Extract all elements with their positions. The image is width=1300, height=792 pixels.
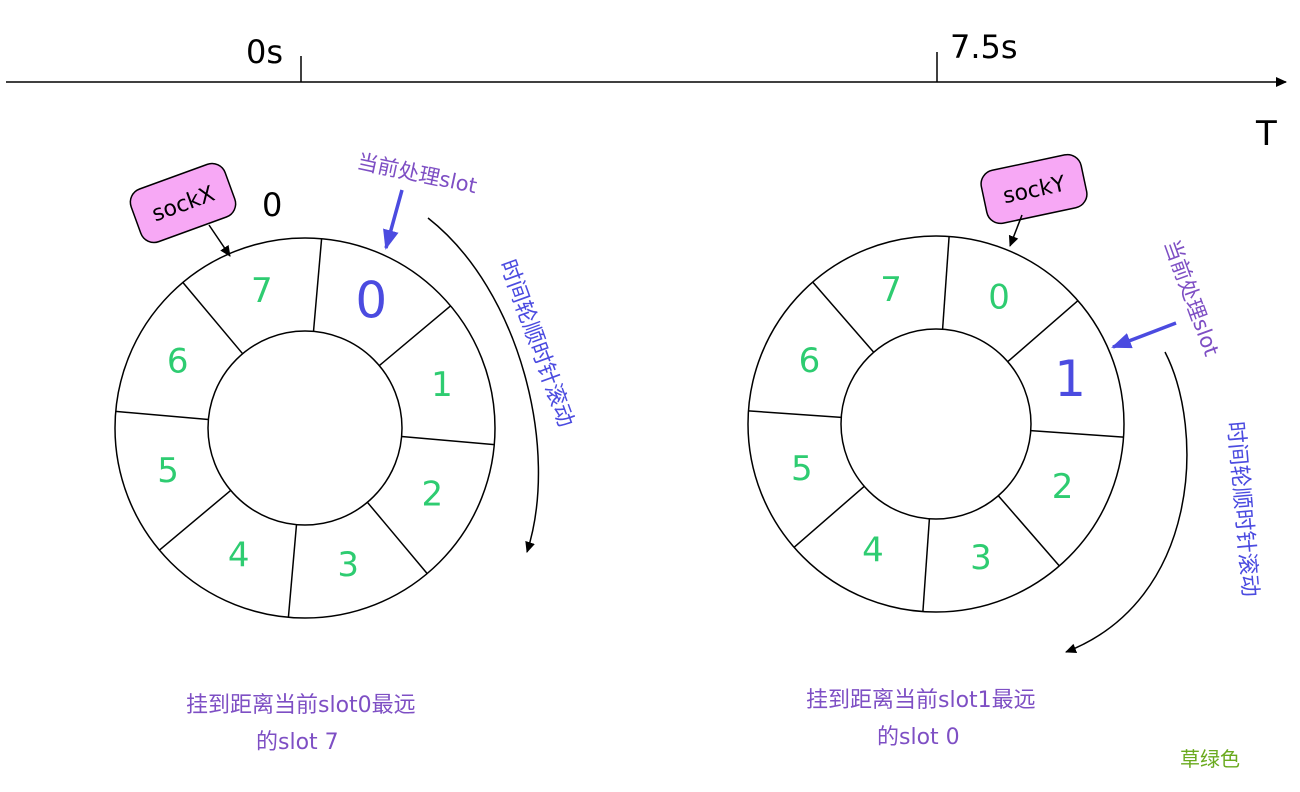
footnote-label: 草绿色	[1180, 747, 1240, 771]
wheel-1-divider-6	[115, 410, 209, 421]
tick-label-0s: 0s	[246, 33, 283, 71]
rotation-label-1: 时间轮顺时针滚动	[494, 257, 578, 431]
wheel-1-divider-7	[182, 282, 244, 355]
axis-label-t: T	[1255, 114, 1277, 154]
wheel-2-divider-5	[793, 485, 865, 548]
wheel-1-divider-3	[366, 501, 428, 574]
caption-2-line-1: 挂到距离当前slot1最远	[806, 688, 1036, 713]
wheel-1-slot-4-number: 4	[228, 535, 250, 575]
wheel-2-divider-3	[997, 495, 1060, 567]
socket-pointer-arrow-1	[208, 224, 231, 257]
caption-1-line-2: 的slot 7	[256, 730, 339, 755]
wheel-2-divider-7	[812, 281, 875, 353]
rotation-label-2: 时间轮顺时针滚动	[1222, 420, 1262, 598]
wheel-2-divider-1	[1007, 300, 1079, 363]
wheel-1-slot-numbers: 0 1 2 3 4 5 6 7	[157, 271, 452, 585]
wheel-1-slot-3-number: 3	[337, 545, 359, 585]
wheel-2-rings	[747, 235, 1125, 613]
wheel-2-slot-6-number: 6	[799, 341, 821, 381]
caption-2-line-2: 的slot 0	[877, 725, 960, 750]
wheel-1-slot-2-number: 2	[421, 474, 443, 514]
wheel-1-divider-1	[378, 305, 451, 367]
wheel-2-slot-1-number: 1	[1054, 350, 1086, 408]
wheel-2-slot-2-number: 2	[1052, 467, 1074, 507]
wheel-1-divider-4	[287, 524, 298, 618]
wheel-2-slot-5-number: 5	[791, 449, 813, 489]
rotation-arrow-1	[427, 217, 540, 553]
wheel-1-slot-0-number: 0	[355, 272, 387, 330]
wheel-2-divider-6	[748, 410, 842, 419]
current-slot-label-2: 当前处理slot	[1159, 237, 1223, 360]
wheel-2-slot-3-number: 3	[970, 538, 992, 578]
slot-marker-label: 0	[262, 186, 282, 224]
current-slot-arrow-2	[1111, 321, 1177, 349]
wheel-1-slot-5-number: 5	[157, 451, 179, 491]
wheel-2-slot-numbers: 0 1 2 3 4 5 6 7	[791, 270, 1086, 578]
wheel-1-divider-0	[312, 238, 323, 332]
wheel-2-slot-7-number: 7	[880, 270, 902, 310]
current-slot-label-1: 当前处理slot	[355, 149, 479, 198]
wheel-1-slot-1-number: 1	[431, 365, 453, 405]
wheel-1-slot-7-number: 7	[251, 271, 273, 311]
wheel-2-inner-ring	[840, 328, 1032, 520]
socket-box-sockx	[129, 162, 237, 244]
wheel-1-outer-ring	[114, 237, 496, 619]
socket-box-socky	[980, 153, 1088, 225]
wheel-2-divider-0	[941, 236, 950, 330]
wheel-2-outer-ring	[747, 235, 1125, 613]
socket-pointer-arrow-2	[1008, 214, 1023, 247]
wheel-2-slot-4-number: 4	[862, 531, 884, 571]
timeline: 0s 7.5s T	[6, 28, 1287, 154]
wheel-1-inner-ring	[207, 330, 403, 526]
tick-label-7-5s: 7.5s	[950, 28, 1018, 66]
rotation-arrow-2	[1065, 351, 1188, 654]
wheel-1-divider-2	[401, 435, 495, 446]
wheel-1-rings	[114, 237, 496, 619]
caption-1-line-1: 挂到距离当前slot0最远	[186, 693, 416, 718]
wheel-1-divider-5	[159, 489, 232, 551]
wheel-2-slot-0-number: 0	[988, 277, 1010, 317]
wheel-1-slot-6-number: 6	[167, 342, 189, 382]
current-slot-arrow-1	[383, 189, 404, 250]
wheel-2-divider-4	[922, 518, 931, 612]
wheel-2-divider-2	[1030, 429, 1124, 438]
